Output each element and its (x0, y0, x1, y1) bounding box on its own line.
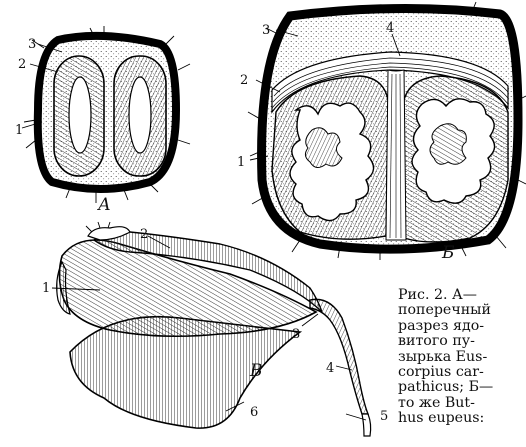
panel-v-label-3: 3 (292, 327, 300, 342)
panel-a: 3 2 1 А (15, 26, 190, 215)
panel-v-duct (310, 299, 368, 414)
panel-v-label-4: 4 (326, 361, 334, 376)
panel-a-left-sac (54, 56, 104, 176)
panel-v-duct-tip (362, 414, 371, 436)
panel-a-label-3: 3 (28, 37, 36, 52)
panel-v-label-2: 2 (140, 227, 148, 242)
panel-v-label-6: 6 (250, 405, 258, 420)
caption-line: разрез ядо- (398, 319, 526, 334)
panel-b-label-3: 3 (262, 23, 270, 38)
panel-b-label-2: 2 (240, 73, 248, 88)
caption-line: поперечный (398, 303, 526, 318)
caption-line: corpius car- (398, 365, 526, 380)
panel-b-label-1: 1 (237, 155, 245, 170)
panel-a-label-1: 1 (15, 123, 23, 138)
caption-line: то же But- (398, 396, 526, 411)
caption-line: Рис. 2. А— (398, 288, 526, 303)
panel-a-letter: А (97, 195, 111, 215)
panel-a-right-sac (114, 56, 166, 176)
panel-b: 3 2 1 4 Б (237, 2, 526, 263)
panel-b-letter: Б (441, 243, 455, 263)
caption-line: витого пу- (398, 334, 526, 349)
panel-v-label-5: 5 (380, 409, 388, 424)
figure-caption: Рис. 2. А— поперечный разрез ядо- витого… (398, 288, 526, 427)
panel-v-label-1: 1 (42, 281, 50, 296)
caption-line: pathicus; Б— (398, 380, 526, 395)
panel-v: 1 2 3 4 5 6 В (42, 222, 388, 436)
panel-b-right-fold (430, 124, 466, 165)
panel-b-label-4: 4 (386, 21, 394, 36)
panel-v-letter: В (249, 361, 263, 381)
panel-a-label-2: 2 (18, 57, 26, 72)
caption-line: зырька Eus- (398, 350, 526, 365)
caption-line: hus eupeus: (398, 411, 526, 426)
